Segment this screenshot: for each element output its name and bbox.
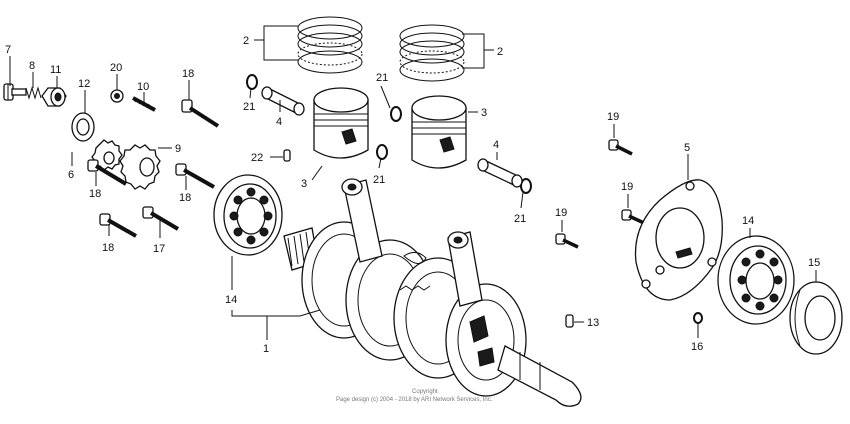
bolt-part-19-left <box>555 233 579 249</box>
callout-16: 16 <box>691 341 703 353</box>
washer-part-12 <box>71 112 95 142</box>
nut-part-20 <box>110 89 124 103</box>
callout-18-low: 18 <box>102 242 114 254</box>
callout-18-mid-right: 18 <box>179 192 191 204</box>
piston-rings-part-2-right <box>399 24 465 82</box>
callout-13: 13 <box>587 317 599 329</box>
stud-part-10 <box>132 96 156 112</box>
callout-18-mid-left: 18 <box>89 188 101 200</box>
clip-part-21-a <box>246 74 258 90</box>
callout-21-d: 21 <box>514 213 526 225</box>
gear-part-6 <box>91 139 123 171</box>
piston-part-3-left <box>313 87 369 159</box>
callout-5: 5 <box>684 142 690 154</box>
callout-2-right: 2 <box>497 46 503 58</box>
callout-14-left: 14 <box>225 294 237 306</box>
bolt-part-18-mid-left <box>87 159 128 186</box>
piston-pin-part-4-right <box>477 158 523 188</box>
crankshaft-part-1 <box>283 178 582 407</box>
clip-part-21-c <box>376 144 388 160</box>
callout-6: 6 <box>68 169 74 181</box>
piston-pin-part-4-left <box>261 86 305 116</box>
callout-10: 10 <box>137 81 149 93</box>
callout-22: 22 <box>251 152 263 164</box>
callout-2-left: 2 <box>243 35 249 47</box>
callout-4-left: 4 <box>276 116 282 128</box>
callout-18-top: 18 <box>182 68 194 80</box>
callout-11: 11 <box>50 64 61 76</box>
clip-part-21-d <box>520 178 532 194</box>
callout-3-right: 3 <box>481 107 487 119</box>
callout-19-top: 19 <box>607 111 619 123</box>
bolt-part-18-low <box>99 213 137 238</box>
bolt-part-18-top <box>181 99 220 128</box>
callout-14-right: 14 <box>742 215 754 227</box>
bearing-holder-part-5 <box>634 179 723 301</box>
callout-12: 12 <box>78 78 90 90</box>
oil-seal-part-15 <box>789 281 843 355</box>
nut-part-11 <box>41 87 67 107</box>
piston-part-3-right <box>411 95 467 169</box>
bolt-part-19-mid <box>621 209 645 225</box>
callout-1: 1 <box>263 343 269 355</box>
bolt-part-19-top <box>608 139 633 156</box>
callout-4-right: 4 <box>493 139 499 151</box>
bolt-part-7 <box>3 83 27 101</box>
callout-17: 17 <box>153 243 165 255</box>
callout-20: 20 <box>110 62 122 74</box>
copyright-line-2: Page design (c) 2004 - 2018 by ARI Netwo… <box>336 397 493 403</box>
bearing-part-14-left <box>213 174 283 256</box>
callout-21-c: 21 <box>373 174 385 186</box>
clip-part-21-b <box>390 106 402 122</box>
callout-21-b: 21 <box>376 72 388 84</box>
callout-9: 9 <box>175 143 181 155</box>
callout-19-left: 19 <box>555 207 567 219</box>
bolt-part-18-mid-right <box>175 163 215 189</box>
copyright-line-1: Copyright <box>412 389 438 395</box>
piston-rings-part-2-left <box>297 16 363 74</box>
gear-part-9 <box>119 144 161 190</box>
callout-7: 7 <box>5 44 11 56</box>
callout-21-a: 21 <box>243 101 255 113</box>
dowel-pin-part-22 <box>283 149 291 162</box>
o-ring-part-16 <box>693 312 703 324</box>
callout-15: 15 <box>808 257 820 269</box>
dowel-pin-part-13 <box>565 314 574 328</box>
copyright-notice: Copyright Page design (c) 2004 - 2018 by… <box>336 389 493 403</box>
bolt-part-17 <box>142 206 180 231</box>
callout-19-mid: 19 <box>621 181 633 193</box>
callout-3-left: 3 <box>301 178 307 190</box>
leader-lines <box>9 25 817 340</box>
bearing-part-14-right <box>717 235 795 325</box>
callout-labels: 7 8 11 12 20 10 18 9 6 18 18 18 17 2 2 2… <box>5 35 820 355</box>
callout-8: 8 <box>29 60 35 72</box>
spring-part-8 <box>25 86 42 100</box>
